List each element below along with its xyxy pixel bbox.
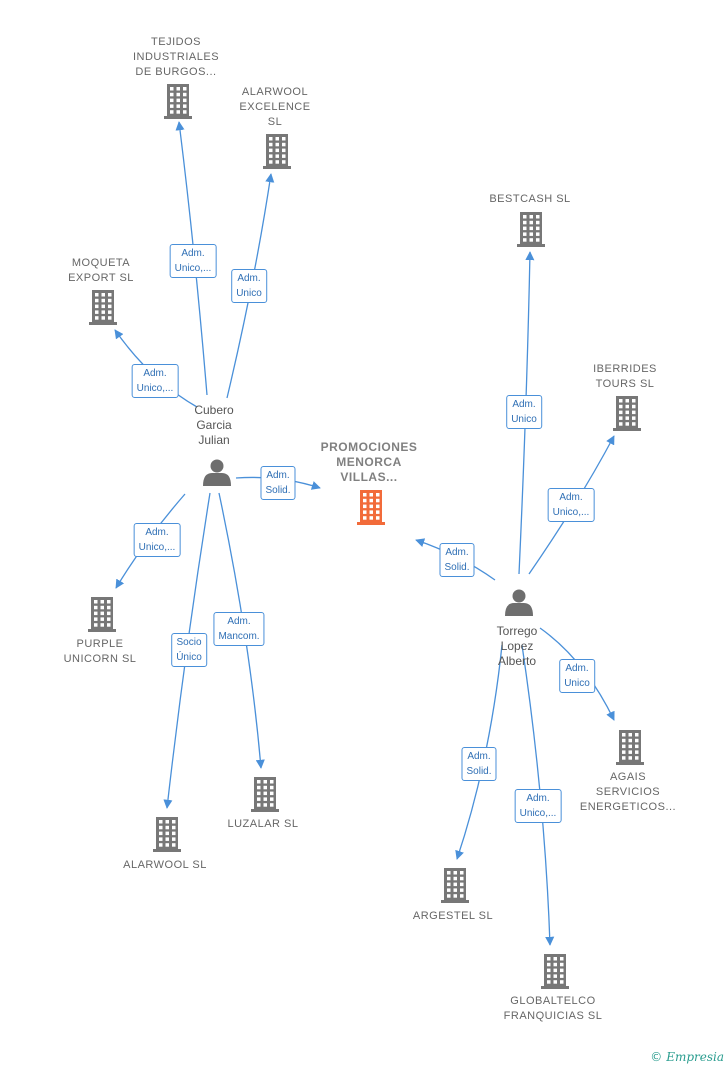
relation-label[interactable]: Adm. Unico,... <box>133 523 181 557</box>
company-label[interactable]: ALARWOOL SL <box>123 859 207 871</box>
relation-label[interactable]: Adm. Mancom. <box>213 612 265 646</box>
brand-logo-text: Empresia <box>666 1050 724 1064</box>
company-building-icon[interactable] <box>164 84 192 119</box>
relation-label[interactable]: Adm. Solid. <box>260 466 296 500</box>
brand-footer: ©Empresia <box>650 1050 724 1064</box>
center-company-building-icon[interactable] <box>357 490 385 525</box>
relation-label[interactable]: Adm. Unico <box>559 659 595 693</box>
relation-label[interactable]: Adm. Unico,... <box>547 488 595 522</box>
company-label[interactable]: BESTCASH SL <box>489 193 571 205</box>
relation-label[interactable]: Adm. Solid. <box>461 747 497 781</box>
person-icon[interactable] <box>505 589 533 617</box>
person-icon[interactable] <box>203 459 231 487</box>
company-label[interactable]: IBERRIDES TOURS SL <box>593 363 657 390</box>
company-building-icon[interactable] <box>517 212 545 247</box>
relation-label[interactable]: Adm. Solid. <box>439 543 475 577</box>
relation-label[interactable]: Socio Único <box>171 633 207 667</box>
relation-label[interactable]: Adm. Unico,... <box>131 364 179 398</box>
company-label[interactable]: ARGESTEL SL <box>412 910 494 922</box>
company-label[interactable]: AGAIS SERVICIOS ENERGETICOS... <box>579 771 677 813</box>
company-building-icon[interactable] <box>541 954 569 989</box>
relation-label[interactable]: Adm. Unico <box>506 395 542 429</box>
company-building-icon[interactable] <box>263 134 291 169</box>
copyright-icon: © <box>650 1050 663 1064</box>
company-label[interactable]: ALARWOOL EXCELENCE SL <box>239 86 311 128</box>
company-label[interactable]: MOQUETA EXPORT SL <box>68 257 134 284</box>
relation-label[interactable]: Adm. Unico,... <box>169 244 217 278</box>
company-building-icon[interactable] <box>88 597 116 632</box>
person-label[interactable]: Cubero Garcia Julian <box>194 403 234 447</box>
relation-label[interactable]: Adm. Unico <box>231 269 267 303</box>
company-building-icon[interactable] <box>153 817 181 852</box>
company-building-icon[interactable] <box>616 730 644 765</box>
company-label[interactable]: GLOBALTELCO FRANQUICIAS SL <box>503 995 603 1022</box>
center-company-label[interactable]: PROMOCIONES MENORCA VILLAS... <box>320 440 418 484</box>
company-label[interactable]: PURPLE UNICORN SL <box>63 638 137 665</box>
company-label[interactable]: LUZALAR SL <box>227 818 299 830</box>
relation-label[interactable]: Adm. Unico,... <box>514 789 562 823</box>
company-building-icon[interactable] <box>251 777 279 812</box>
company-building-icon[interactable] <box>613 396 641 431</box>
company-building-icon[interactable] <box>89 290 117 325</box>
company-building-icon[interactable] <box>441 868 469 903</box>
company-label[interactable]: TEJIDOS INDUSTRIALES DE BURGOS... <box>132 36 220 78</box>
person-label[interactable]: Torrego Lopez Alberto <box>496 624 538 668</box>
